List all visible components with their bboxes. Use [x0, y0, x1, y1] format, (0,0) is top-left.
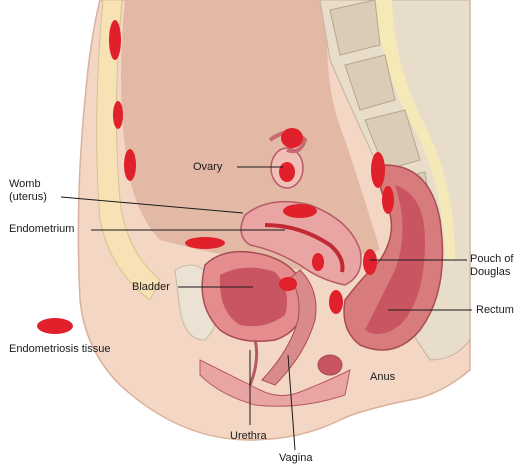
- endometriosis-patch: [371, 152, 385, 188]
- endometriosis-patch: [312, 253, 324, 271]
- ovary-label: Ovary: [193, 161, 222, 174]
- endometriosis-patch: [382, 186, 394, 214]
- endometriosis-patch: [363, 249, 377, 275]
- urethra-label: Urethra: [230, 430, 267, 443]
- pouch-label-line1: Pouch of: [470, 253, 513, 266]
- endometriosis-patch: [113, 101, 123, 129]
- endometriosis-patch: [279, 277, 297, 291]
- endometriosis-patch: [283, 204, 317, 218]
- endometriosis-patch: [185, 237, 225, 249]
- endometrium-label: Endometrium: [9, 223, 74, 236]
- womb-label-line2: (uterus): [9, 191, 47, 204]
- endometriosis-patch: [109, 20, 121, 60]
- rectum-label: Rectum: [476, 304, 514, 317]
- endometriosis-patch: [329, 290, 343, 314]
- pouch-label-line2: Douglas: [470, 266, 510, 279]
- bladder-label: Bladder: [132, 281, 170, 294]
- endometriosis-patch: [279, 162, 295, 182]
- endometriosis-patch: [281, 128, 303, 148]
- anus-label: Anus: [370, 371, 395, 384]
- legend-label: Endometriosis tissue: [9, 343, 111, 356]
- anus: [318, 355, 342, 375]
- legend-swatch: [37, 318, 73, 334]
- womb-label-line1: Womb: [9, 178, 41, 191]
- vagina-label: Vagina: [279, 452, 312, 465]
- endometriosis-patch: [124, 149, 136, 181]
